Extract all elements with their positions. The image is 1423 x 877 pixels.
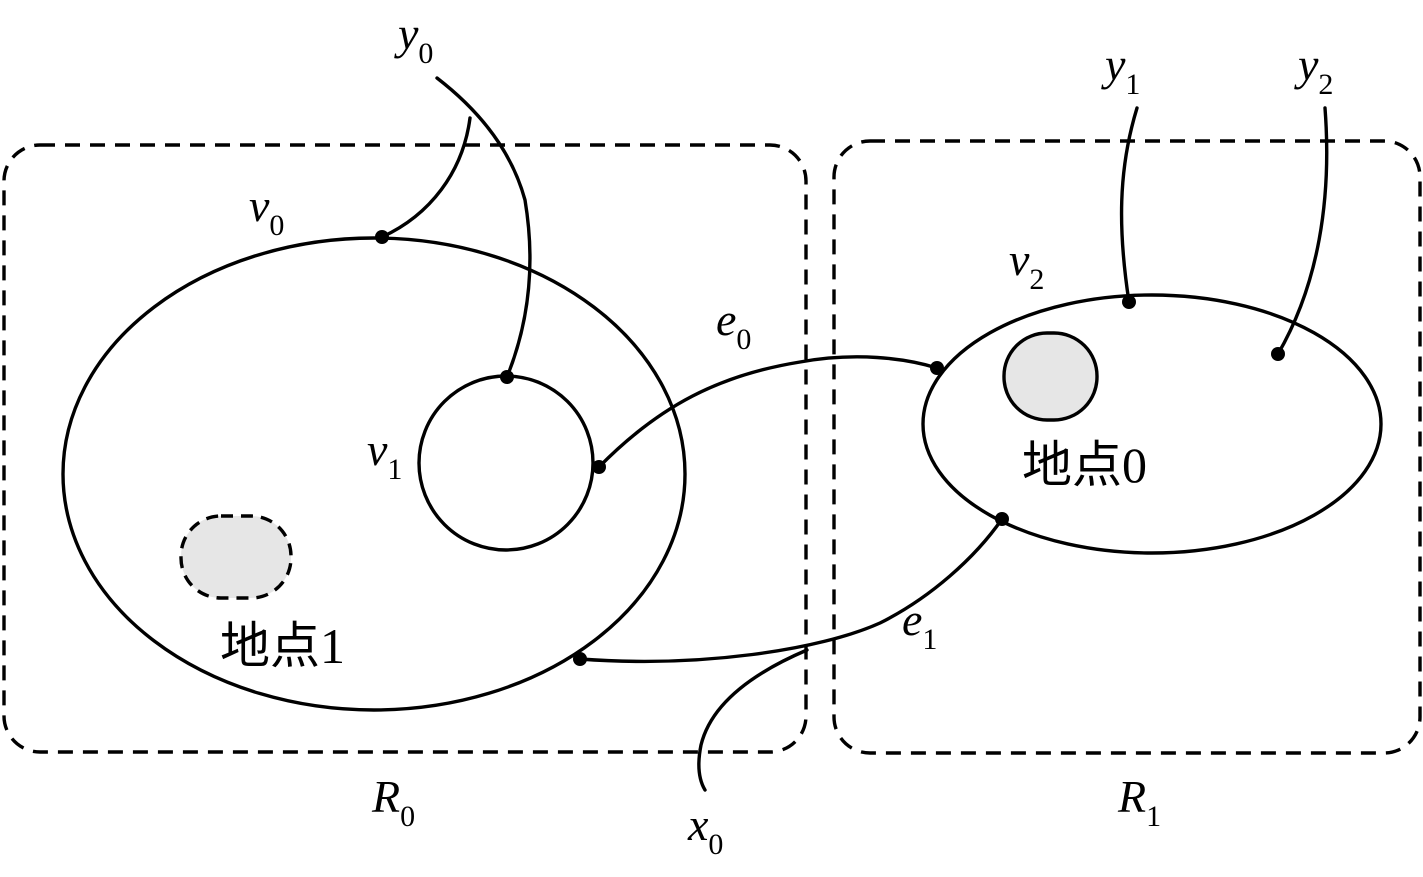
terminal-y1-wire [1119,106,1139,304]
edge-e0-curve [597,355,939,469]
junction-dot [1122,295,1136,309]
terminal-y0-wire-b [435,76,532,379]
terminal-x0-label: x0 [687,799,723,861]
vertex-v2-label: v2 [1009,234,1044,296]
junction-dot [592,460,606,474]
junction-dot [573,652,587,666]
junction-dot [930,361,944,375]
terminal-y2-wire [1276,106,1329,356]
edge-e1-label: e1 [902,594,937,656]
region-r0-box [2,143,808,754]
terminal-y0-wire-a [380,116,472,239]
terminal-y2-label: y2 [1294,39,1333,101]
terminal-x0-wire [697,648,809,792]
region-r0-label: R0 [371,771,415,833]
vertex-v1-label: v1 [367,424,402,486]
place-1-label: 地点1 [220,618,345,674]
vertex-v2-ellipse [921,293,1383,555]
place-1-shape [179,514,293,600]
vertex-v0-ellipse [61,236,687,712]
terminal-y0-label: y0 [394,8,433,70]
junction-dot [500,370,514,384]
edge-e0-label: e0 [716,294,751,356]
junction-dot [375,230,389,244]
place-0-label: 地点0 [1022,437,1147,493]
edge-e1-curve [578,517,1004,664]
junction-dot [995,512,1009,526]
region-r1-label: R1 [1117,771,1161,833]
vertex-v1-circle [417,374,595,552]
place-0-shape [1002,331,1099,422]
junction-dot [1271,347,1285,361]
vertex-v0-label: v0 [249,180,284,242]
terminal-y1-label: y1 [1101,39,1140,101]
